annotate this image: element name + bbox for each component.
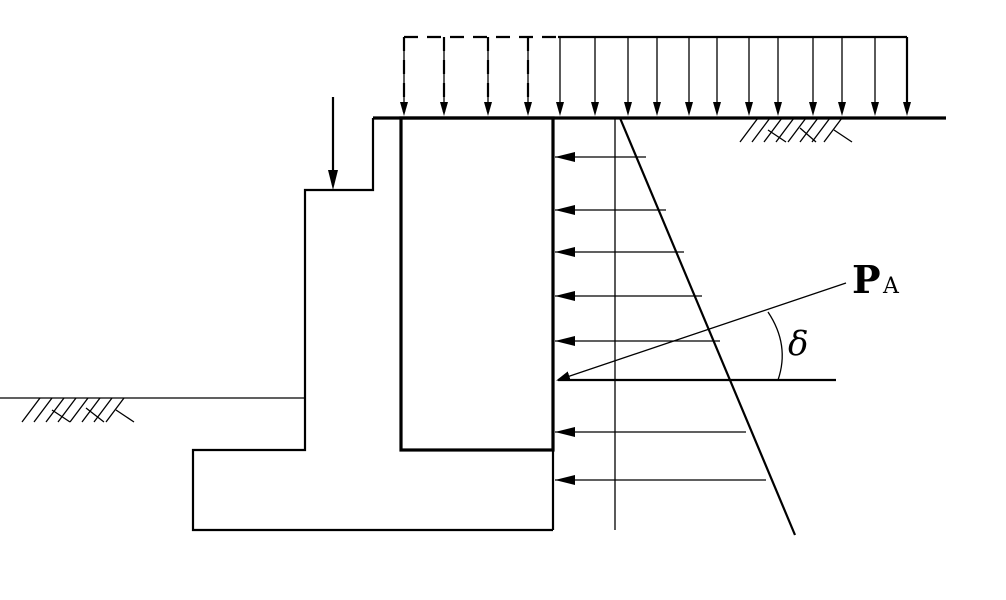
soil-hatch-right <box>739 117 853 143</box>
active-force-resultant <box>556 282 847 381</box>
force-label-p: P <box>852 257 881 302</box>
soil-hatch-left <box>21 397 135 423</box>
front-step-load-arrow <box>328 97 338 190</box>
retaining-wall-stem <box>399 116 555 452</box>
surcharge-load-dashed <box>402 35 560 112</box>
angle-label-delta: δ <box>788 324 808 364</box>
force-label-subscript: A <box>882 274 900 299</box>
surcharge-load-solid <box>558 35 909 104</box>
retaining-wall-front-profile <box>191 118 553 532</box>
surcharge-load-arrows <box>400 37 911 116</box>
earth-pressure-distribution-line <box>618 117 797 536</box>
wall-friction-angle-arc <box>767 311 783 381</box>
lateral-pressure-arrows <box>555 152 766 485</box>
